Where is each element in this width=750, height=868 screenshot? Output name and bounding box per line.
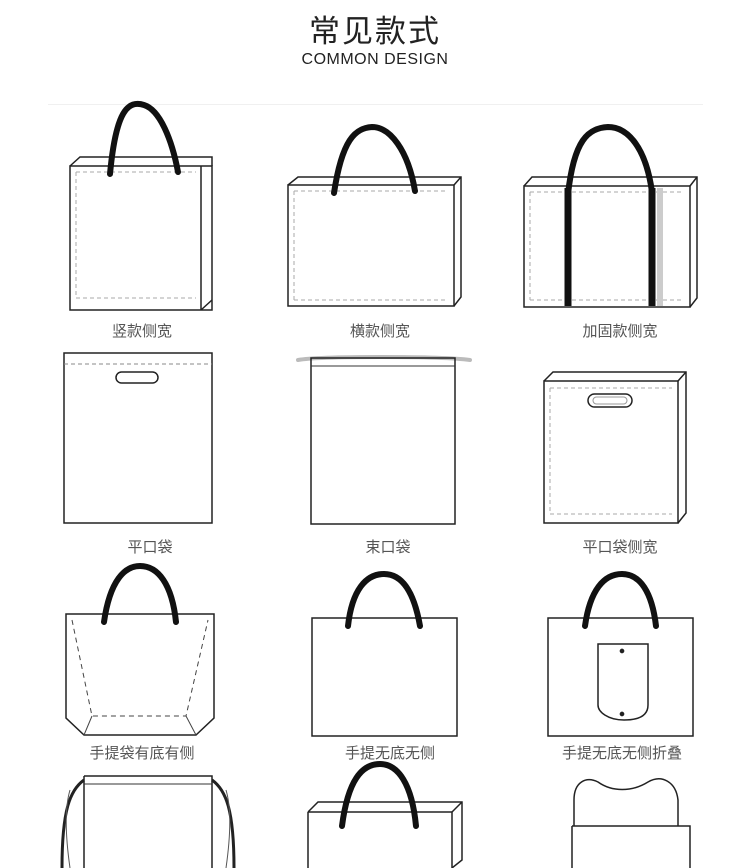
drawstring-bag-icon bbox=[296, 355, 472, 525]
style-label-9: 手提无底无侧折叠 bbox=[561, 744, 682, 762]
tote-bag-reinforced-gusset-icon bbox=[523, 123, 698, 308]
tote-bag-vertical-gusset-icon bbox=[69, 100, 213, 311]
divider bbox=[48, 104, 703, 105]
tote-bag-horizontal-gusset-icon bbox=[287, 123, 462, 307]
flat-die-cut-bag-icon bbox=[63, 352, 213, 524]
foldable-handbag-icon bbox=[547, 570, 694, 737]
page-subtitle: COMMON DESIGN bbox=[301, 51, 449, 68]
style-label-6: 平口袋侧宽 bbox=[582, 538, 658, 556]
handbag-no-bottom-no-sides-icon bbox=[311, 570, 458, 737]
vest-bag-icon bbox=[571, 778, 691, 868]
backpack-drawstring-icon bbox=[60, 775, 236, 868]
style-label-1: 竖款侧宽 bbox=[111, 322, 172, 340]
style-label-7: 手提袋有底有侧 bbox=[89, 744, 195, 762]
die-cut-bag-gusset-icon bbox=[543, 371, 687, 524]
style-label-2: 横款侧宽 bbox=[349, 322, 410, 340]
style-label-8: 手提无底无侧 bbox=[344, 744, 435, 762]
page-title: 常见款式 bbox=[309, 14, 441, 50]
handbag-with-bottom-and-sides-icon bbox=[65, 562, 215, 736]
gusset-tote-icon bbox=[307, 760, 463, 868]
style-label-3: 加固款侧宽 bbox=[582, 322, 658, 340]
style-label-4: 平口袋 bbox=[127, 538, 173, 556]
style-label-5: 束口袋 bbox=[365, 538, 411, 556]
